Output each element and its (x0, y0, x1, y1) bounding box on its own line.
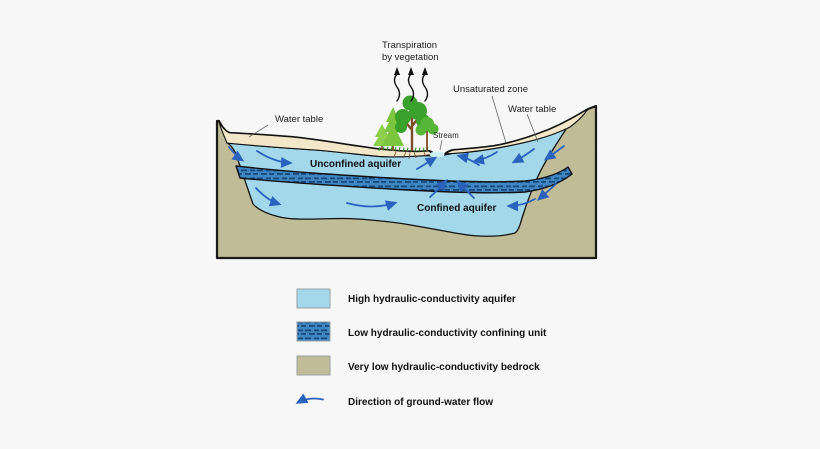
legend-item-bedrock: Very low hydraulic-conductivity bedrock (296, 355, 540, 376)
cross-section: Transpiration by vegetation Unsaturated … (215, 40, 598, 260)
confining-unit-band (235, 165, 573, 194)
unsaturated-zone-label: Unsaturated zone (453, 84, 528, 95)
vegetation (373, 95, 439, 160)
unsaturated-zone-leader (491, 95, 507, 144)
legend-item-aquifer: High hydraulic-conductivity aquifer (296, 288, 516, 309)
transpiration-arrowhead (394, 67, 400, 75)
stream-leader (439, 139, 443, 151)
transpiration-arrowhead (422, 67, 428, 75)
water-table-right-label: Water table (508, 104, 556, 115)
aquifer-swatch (296, 288, 331, 309)
legend-item-confining-unit: Low hydraulic-conductivity confining uni… (296, 321, 547, 342)
legend-label-confining-unit: Low hydraulic-conductivity confining uni… (348, 328, 547, 339)
legend-item-flow-direction: Direction of ground-water flow (295, 393, 493, 408)
transpiration-label-line1: Transpiration (382, 40, 437, 51)
stream-water (429, 151, 445, 158)
transpiration-arrowhead (408, 67, 414, 75)
transpiration-label-line2: by vegetation (382, 52, 439, 63)
confined-aquifer-label: Confined aquifer (417, 203, 497, 214)
unconfined-aquifer-label: Unconfined aquifer (310, 159, 401, 170)
water-table-left-leader (248, 124, 269, 138)
unsaturated-zone-right (445, 108, 589, 155)
confining-unit-swatch (296, 321, 331, 342)
legend-label-bedrock: Very low hydraulic-conductivity bedrock (348, 362, 540, 373)
transpiration-arrows (393, 67, 429, 102)
bedrock-swatch (296, 355, 331, 376)
legend: High hydraulic-conductivity aquifer Low … (295, 288, 547, 408)
water-table-left-label: Water table (275, 114, 323, 125)
tree-roots (393, 151, 427, 160)
deciduous-tree-small (415, 117, 439, 151)
flow-direction-swatch-arrow (295, 393, 324, 404)
legend-label-aquifer: High hydraulic-conductivity aquifer (348, 294, 516, 305)
legend-label-flow-direction: Direction of ground-water flow (348, 397, 493, 408)
stream-label: Stream (433, 131, 459, 140)
flow-arrows (228, 145, 565, 212)
water-table-right-leader (526, 113, 539, 143)
unsaturated-zone-left (218, 121, 433, 158)
deciduous-tree (395, 95, 430, 151)
